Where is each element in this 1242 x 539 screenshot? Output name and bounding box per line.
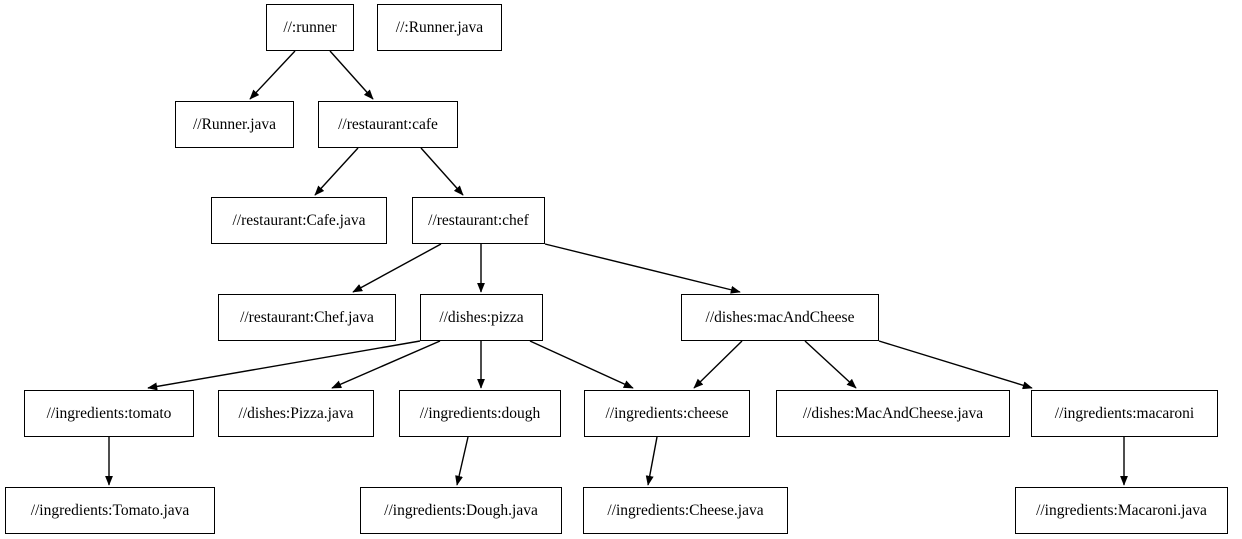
- graph-node-pizza_java[interactable]: //dishes:Pizza.java: [218, 390, 374, 437]
- graph-node-ing_tomato[interactable]: //ingredients:tomato: [24, 390, 194, 437]
- graph-node-cheese_java[interactable]: //ingredients:Cheese.java: [583, 487, 788, 534]
- graph-node-label: //dishes:macAndCheese: [705, 308, 855, 326]
- graph-node-label: //restaurant:Cafe.java: [232, 211, 366, 229]
- graph-node-label: //:runner: [283, 18, 337, 36]
- graph-node-label: //dishes:pizza: [439, 308, 524, 326]
- graph-node-runner[interactable]: //:runner: [266, 4, 354, 51]
- graph-node-label: //restaurant:Chef.java: [240, 308, 374, 326]
- graph-node-chef_java[interactable]: //restaurant:Chef.java: [218, 294, 396, 341]
- graph-node-label: //ingredients:dough: [419, 404, 541, 422]
- graph-node-runner_java[interactable]: //Runner.java: [175, 101, 294, 148]
- graph-node-dough_java[interactable]: //ingredients:Dough.java: [360, 487, 562, 534]
- graph-node-label: //ingredients:Macaroni.java: [1036, 501, 1207, 519]
- graph-node-tomato_java[interactable]: //ingredients:Tomato.java: [5, 487, 215, 534]
- graph-node-label: //dishes:MacAndCheese.java: [802, 404, 984, 422]
- graph-node-label: //ingredients:Dough.java: [384, 501, 538, 519]
- graph-node-mac_java[interactable]: //dishes:MacAndCheese.java: [776, 390, 1010, 437]
- graph-node-label: //restaurant:chef: [428, 211, 529, 229]
- graph-node-ing_cheese[interactable]: //ingredients:cheese: [584, 390, 750, 437]
- graph-node-macaroni_java[interactable]: //ingredients:Macaroni.java: [1015, 487, 1228, 534]
- graph-node-label: //ingredients:Tomato.java: [30, 501, 190, 519]
- graph-node-label: //:Runner.java: [395, 18, 484, 36]
- graph-node-label: //ingredients:Cheese.java: [607, 501, 764, 519]
- graph-node-label: //ingredients:cheese: [605, 404, 729, 422]
- graph-node-label: //restaurant:cafe: [338, 115, 438, 133]
- graph-node-restaurant_cafe[interactable]: //restaurant:cafe: [318, 101, 458, 148]
- graph-node-label: //dishes:Pizza.java: [238, 404, 354, 422]
- graph-node-dishes_mac[interactable]: //dishes:macAndCheese: [681, 294, 879, 341]
- graph-node-cafe_java[interactable]: //restaurant:Cafe.java: [211, 197, 387, 244]
- graph-node-runner_java_root[interactable]: //:Runner.java: [377, 4, 502, 51]
- graph-node-ing_dough[interactable]: //ingredients:dough: [399, 390, 561, 437]
- graph-node-dishes_pizza[interactable]: //dishes:pizza: [420, 294, 543, 341]
- graph-node-label: //ingredients:macaroni: [1054, 404, 1195, 422]
- graph-node-restaurant_chef[interactable]: //restaurant:chef: [412, 197, 545, 244]
- graph-node-ing_macaroni[interactable]: //ingredients:macaroni: [1031, 390, 1218, 437]
- graph-node-label: //ingredients:tomato: [46, 404, 172, 422]
- graph-node-label: //Runner.java: [192, 115, 277, 133]
